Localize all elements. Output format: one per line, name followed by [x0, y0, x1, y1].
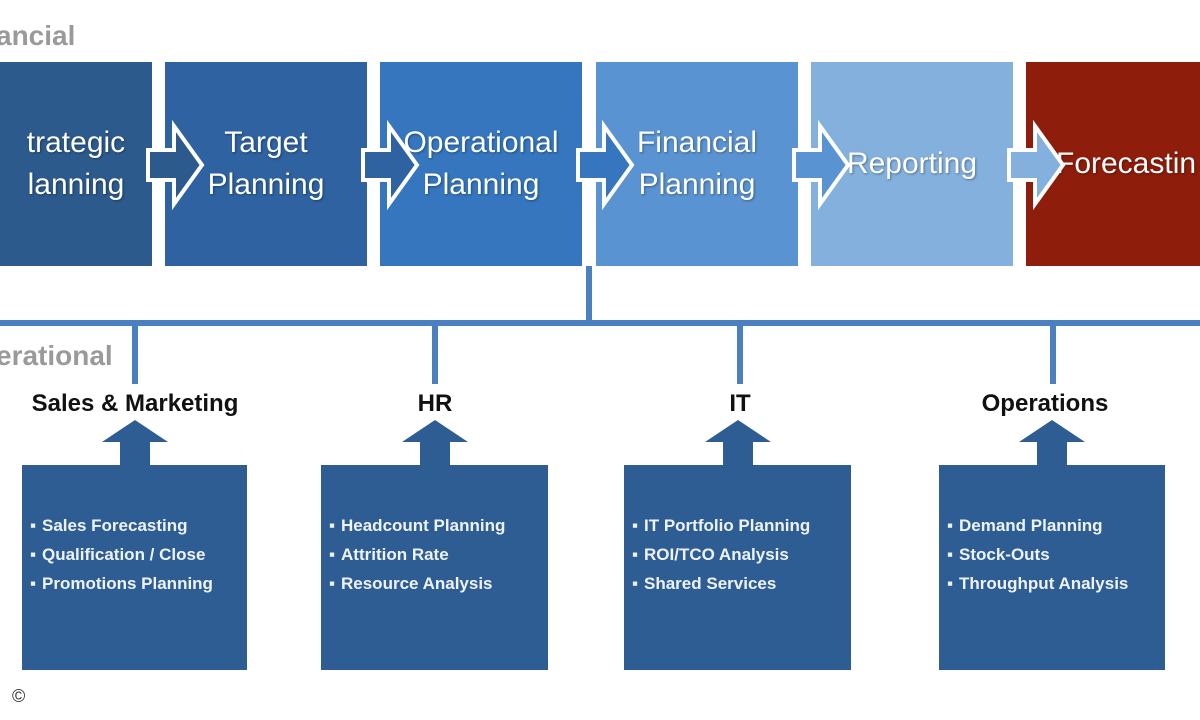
list-item-text: Stock-Outs [959, 545, 1050, 564]
up-arrow-icon [102, 420, 168, 466]
bullet-icon: ▪ [329, 545, 336, 564]
connector-drop-it [737, 320, 743, 384]
bullet-icon: ▪ [632, 574, 639, 593]
flow-arrow-icon [792, 120, 851, 210]
bullet-icon: ▪ [632, 545, 639, 564]
list-item-text: Headcount Planning [341, 516, 506, 535]
list-item-text: Throughput Analysis [959, 574, 1129, 593]
bullet-icon: ▪ [30, 574, 37, 593]
flow-arrow-icon [146, 120, 205, 210]
up-arrow-icon [1019, 420, 1085, 466]
department-title-it: IT [729, 390, 751, 417]
stage-label: trategic lanning [26, 126, 126, 201]
list-item: ▪ Headcount Planning [329, 511, 548, 540]
stage-label: Operational Planning [403, 126, 559, 201]
bullet-icon: ▪ [947, 545, 954, 564]
list-item: ▪ Shared Services [632, 569, 851, 598]
list-item: ▪ Sales Forecasting [30, 511, 247, 540]
bullet-icon: ▪ [30, 545, 37, 564]
financial-section-label: ancial [0, 20, 76, 51]
list-item: ▪ IT Portfolio Planning [632, 511, 851, 540]
list-item: ▪ Promotions Planning [30, 569, 247, 598]
list-item: ▪ Demand Planning [947, 511, 1165, 540]
list-item: ▪ Stock-Outs [947, 540, 1165, 569]
copyright-icon: © [12, 686, 26, 706]
list-item-text: Resource Analysis [341, 574, 493, 593]
list-item: ▪ Throughput Analysis [947, 569, 1165, 598]
flow-arrow-icon [1007, 120, 1066, 210]
list-item-text: IT Portfolio Planning [644, 516, 811, 535]
stage-label: Reporting [846, 147, 978, 180]
department-box-sales-marketing: ▪ Sales Forecasting ▪ Qualification / Clos… [22, 465, 247, 670]
stage-strategic-planning: trategic lanning [0, 62, 152, 266]
department-box-it: ▪ IT Portfolio Planning ▪ ROI/TCO Analysis… [624, 465, 851, 670]
bullet-icon: ▪ [632, 516, 639, 535]
up-arrow-icon [402, 420, 468, 466]
bullet-icon: ▪ [329, 574, 336, 593]
connector-stem [586, 266, 592, 326]
list-item-text: Shared Services [644, 574, 777, 593]
list-item: ▪ Resource Analysis [329, 569, 548, 598]
bullet-icon: ▪ [30, 516, 37, 535]
flow-arrow-icon [361, 120, 420, 210]
operational-section-label: erational [0, 340, 113, 371]
up-arrow-icon [705, 420, 771, 466]
connector-drop-sales [132, 320, 138, 384]
list-item-text: Demand Planning [959, 516, 1103, 535]
bullet-icon: ▪ [329, 516, 336, 535]
department-box-hr: ▪ Headcount Planning ▪ Attrition Rate ▪ Res… [321, 465, 548, 670]
list-item: ▪ Qualification / Close [30, 540, 247, 569]
list-item-text: Promotions Planning [42, 574, 213, 593]
department-title-operations: Operations [981, 390, 1109, 417]
stage-label: Forecastin [1056, 147, 1197, 180]
bullet-icon: ▪ [947, 516, 954, 535]
department-title-sales-marketing: Sales & Marketing [31, 390, 239, 417]
department-box-operations: ▪ Demand Planning ▪ Stock-Outs ▪ Throughput… [939, 465, 1165, 670]
list-item: ▪ ROI/TCO Analysis [632, 540, 851, 569]
connector-drop-hr [432, 320, 438, 384]
connector-drop-operations [1050, 320, 1056, 384]
list-item-text: Sales Forecasting [42, 516, 188, 535]
stage-financial-planning: Financial Planning [596, 62, 798, 266]
stage-label: Financial Planning [636, 126, 758, 201]
connector-horizontal-line [0, 320, 1200, 326]
department-title-hr: HR [417, 390, 453, 417]
flow-arrow-icon [576, 120, 635, 210]
stage-operational-planning: Operational Planning [380, 62, 582, 266]
list-item: ▪ Attrition Rate [329, 540, 548, 569]
list-item-text: ROI/TCO Analysis [644, 545, 789, 564]
list-item-text: Qualification / Close [42, 545, 206, 564]
list-item-text: Attrition Rate [341, 545, 449, 564]
stage-label: Target Planning [207, 126, 325, 201]
bullet-icon: ▪ [947, 574, 954, 593]
